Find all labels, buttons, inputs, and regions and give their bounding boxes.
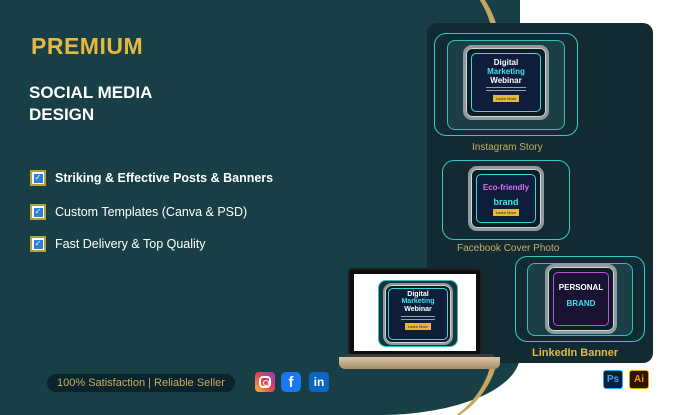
- screen-learn-more-button: Learn More: [492, 95, 520, 102]
- screen-learn-more-button: Learn More: [404, 323, 432, 330]
- instagram-device: Digital Marketing Webinar Learn More: [463, 45, 549, 120]
- instagram-screen: Digital Marketing Webinar Learn More: [471, 53, 541, 112]
- subhead-line-1: SOCIAL MEDIA: [29, 83, 153, 102]
- illustrator-icon: Ai: [629, 370, 649, 389]
- screen-line-3: Webinar: [404, 306, 432, 313]
- screen-learn-more-button: Learn More: [492, 209, 520, 216]
- laptop-device: Digital Marketing Webinar Learn More: [383, 283, 453, 345]
- instagram-caption: Instagram Story: [472, 142, 543, 153]
- feature-item: ✓ Fast Delivery & Top Quality: [30, 236, 206, 252]
- linkedin-screen: PERSONAL BRAND: [553, 272, 609, 326]
- photoshop-icon: Ps: [603, 370, 623, 389]
- laptop-keyboard: [345, 354, 494, 359]
- screen-line-2: Marketing: [401, 298, 435, 305]
- feature-label: Fast Delivery & Top Quality: [55, 237, 206, 251]
- screen-line-2: Marketing: [487, 67, 525, 76]
- facebook-frame-outer: [442, 160, 570, 240]
- facebook-caption: Facebook Cover Photo: [457, 243, 560, 254]
- feature-item: ✓ Striking & Effective Posts & Banners: [30, 170, 273, 186]
- subheadline: SOCIAL MEDIA DESIGN: [29, 82, 152, 126]
- screen-line-1: Eco-friendly: [482, 183, 530, 192]
- instagram-icon: [255, 372, 275, 392]
- laptop-base: [339, 357, 500, 369]
- headline: PREMIUM: [31, 33, 144, 59]
- linkedin-frame-outer: [515, 256, 645, 342]
- linkedin-caption: LinkedIn Banner: [532, 347, 619, 359]
- feature-label: Striking & Effective Posts & Banners: [55, 171, 274, 185]
- instagram-frame-outer: [434, 33, 578, 136]
- facebook-screen: Eco-friendly brand Learn More: [476, 174, 536, 223]
- satisfaction-badge: 100% Satisfaction | Reliable Seller: [47, 374, 235, 392]
- facebook-device: Eco-friendly brand Learn More: [468, 166, 544, 231]
- facebook-icon: f: [281, 372, 301, 392]
- feature-label: Custom Templates (Canva & PSD): [55, 205, 248, 219]
- screen-line-1: Digital: [493, 58, 519, 67]
- screen-line-1: Digital: [407, 291, 429, 298]
- screen-line-2: BRAND: [566, 299, 596, 308]
- checkbox-icon: ✓: [30, 204, 46, 220]
- screen-line-2: brand: [493, 197, 519, 207]
- screen-text-lines: [400, 316, 436, 321]
- laptop-mockup: Digital Marketing Webinar Learn More: [348, 268, 482, 357]
- checkbox-icon: ✓: [30, 236, 46, 252]
- laptop-screen: Digital Marketing Webinar Learn More: [388, 288, 448, 340]
- screen-line-3: Webinar: [490, 76, 522, 85]
- subhead-line-2: DESIGN: [29, 105, 95, 124]
- checkbox-icon: ✓: [30, 170, 46, 186]
- screen-line-1: PERSONAL: [558, 283, 604, 292]
- linkedin-icon: in: [309, 372, 329, 392]
- feature-item: ✓ Custom Templates (Canva & PSD): [30, 204, 247, 220]
- screen-text-lines: [485, 87, 527, 93]
- linkedin-device: PERSONAL BRAND: [545, 264, 617, 334]
- laptop-display: Digital Marketing Webinar Learn More: [354, 274, 476, 351]
